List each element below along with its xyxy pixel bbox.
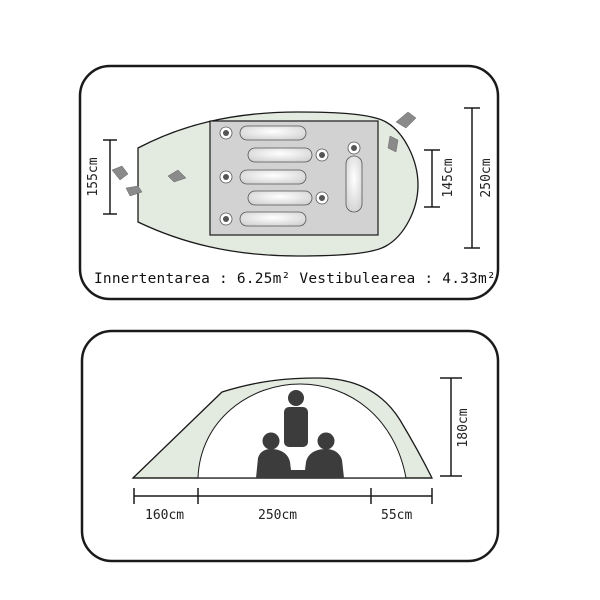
dimension-horizontal — [133, 488, 433, 504]
area-caption: Innertentarea : 6.25m² Vestibulearea : 4… — [94, 271, 496, 287]
sleeping-bag — [345, 141, 363, 213]
dimension-label-155cm: 155cm — [86, 157, 101, 196]
dimension-label-250cm-vertical: 250cm — [479, 158, 494, 197]
dimension-180cm — [440, 377, 462, 477]
sleeping-bag — [219, 169, 307, 185]
dimension-label-180cm: 180cm — [456, 408, 471, 447]
stake-marker — [387, 135, 399, 153]
stake-marker — [125, 185, 143, 197]
floor-mat — [262, 470, 342, 478]
dimension-label-250cm-horizontal: 250cm — [258, 508, 297, 523]
sleeping-bags — [219, 125, 363, 227]
dimension-145cm — [424, 149, 440, 208]
dimension-250cm — [464, 107, 480, 249]
sleeping-bag — [219, 211, 307, 227]
people-silhouettes — [256, 390, 344, 478]
dimension-label-55cm: 55cm — [381, 508, 412, 523]
stake-marker — [167, 169, 187, 183]
sleeping-bag — [219, 125, 307, 141]
sleeping-bag — [247, 190, 329, 206]
stake-markers — [111, 111, 417, 197]
stake-marker — [111, 165, 129, 181]
stake-marker — [395, 111, 417, 129]
floor-plan-panel: 155cm 145cm 250cm Innertentarea : 6.25m²… — [78, 64, 500, 301]
standing-person — [284, 390, 308, 447]
dimension-label-145cm: 145cm — [441, 158, 456, 197]
dimension-label-160cm: 160cm — [145, 508, 184, 523]
sleeping-bag — [247, 147, 329, 163]
side-view-panel: 180cm 160cm 250cm 55cm — [80, 329, 500, 563]
dimension-155cm — [103, 139, 117, 215]
